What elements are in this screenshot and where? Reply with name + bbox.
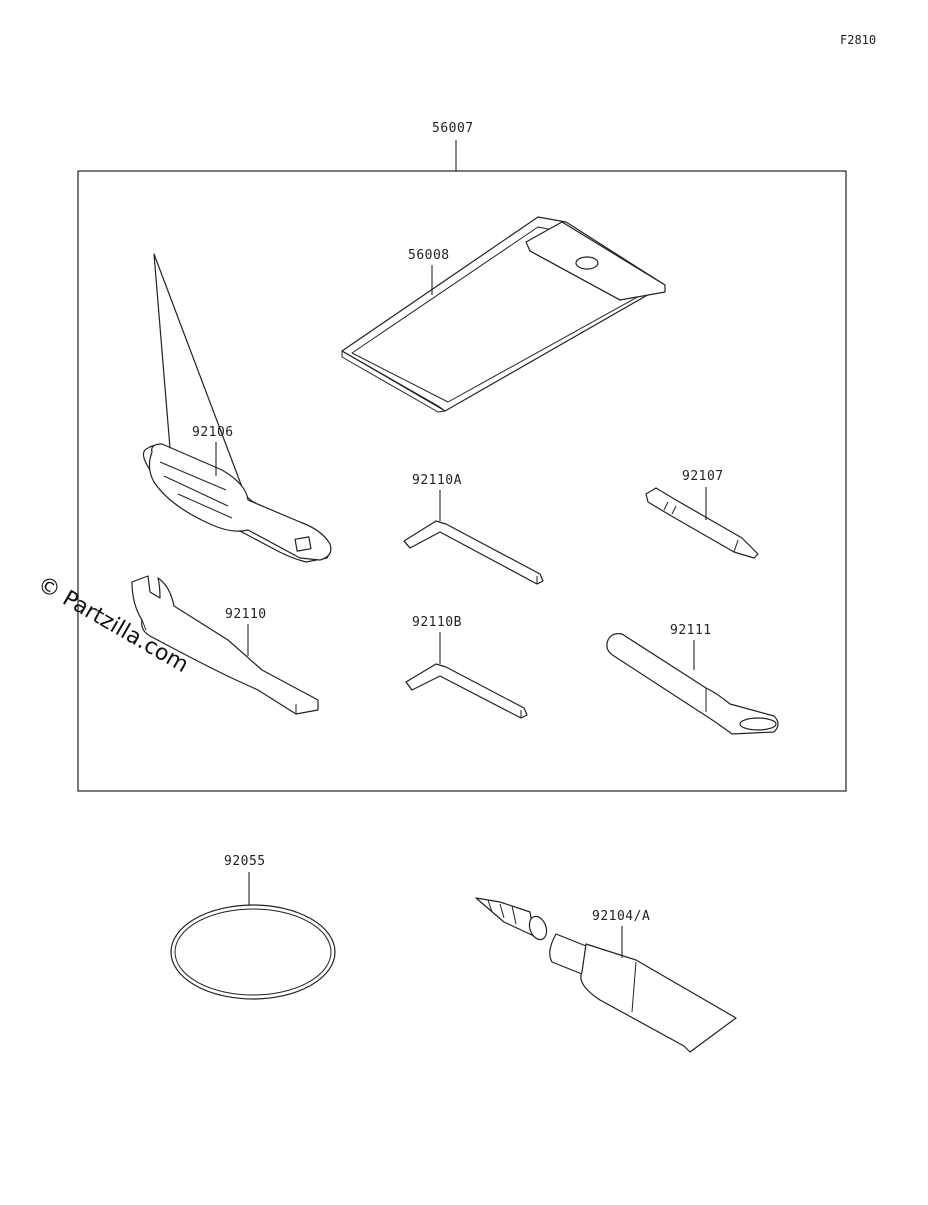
kit-box bbox=[77, 170, 847, 792]
label-92104A[interactable]: 92104/A bbox=[592, 909, 650, 924]
label-92110[interactable]: 92110 bbox=[225, 607, 267, 622]
strap-drawing bbox=[170, 904, 336, 1000]
driver-handle-drawing bbox=[142, 253, 332, 563]
tube-drawing bbox=[475, 897, 737, 1053]
hex-key-b-drawing bbox=[405, 663, 528, 719]
hex-key-a-drawing bbox=[403, 520, 544, 585]
label-56007[interactable]: 56007 bbox=[432, 121, 474, 136]
spanner-drawing bbox=[131, 575, 319, 715]
figure-code: F2810 bbox=[840, 33, 876, 47]
label-92110B[interactable]: 92110B bbox=[412, 615, 462, 630]
label-92106[interactable]: 92106 bbox=[192, 425, 234, 440]
label-92055[interactable]: 92055 bbox=[224, 854, 266, 869]
bit-drawing bbox=[645, 487, 759, 559]
extension-drawing bbox=[606, 633, 779, 735]
label-92107[interactable]: 92107 bbox=[682, 469, 724, 484]
label-92110A[interactable]: 92110A bbox=[412, 473, 462, 488]
label-56008[interactable]: 56008 bbox=[408, 248, 450, 263]
tool-case-drawing bbox=[341, 216, 666, 413]
label-92111[interactable]: 92111 bbox=[670, 623, 712, 638]
